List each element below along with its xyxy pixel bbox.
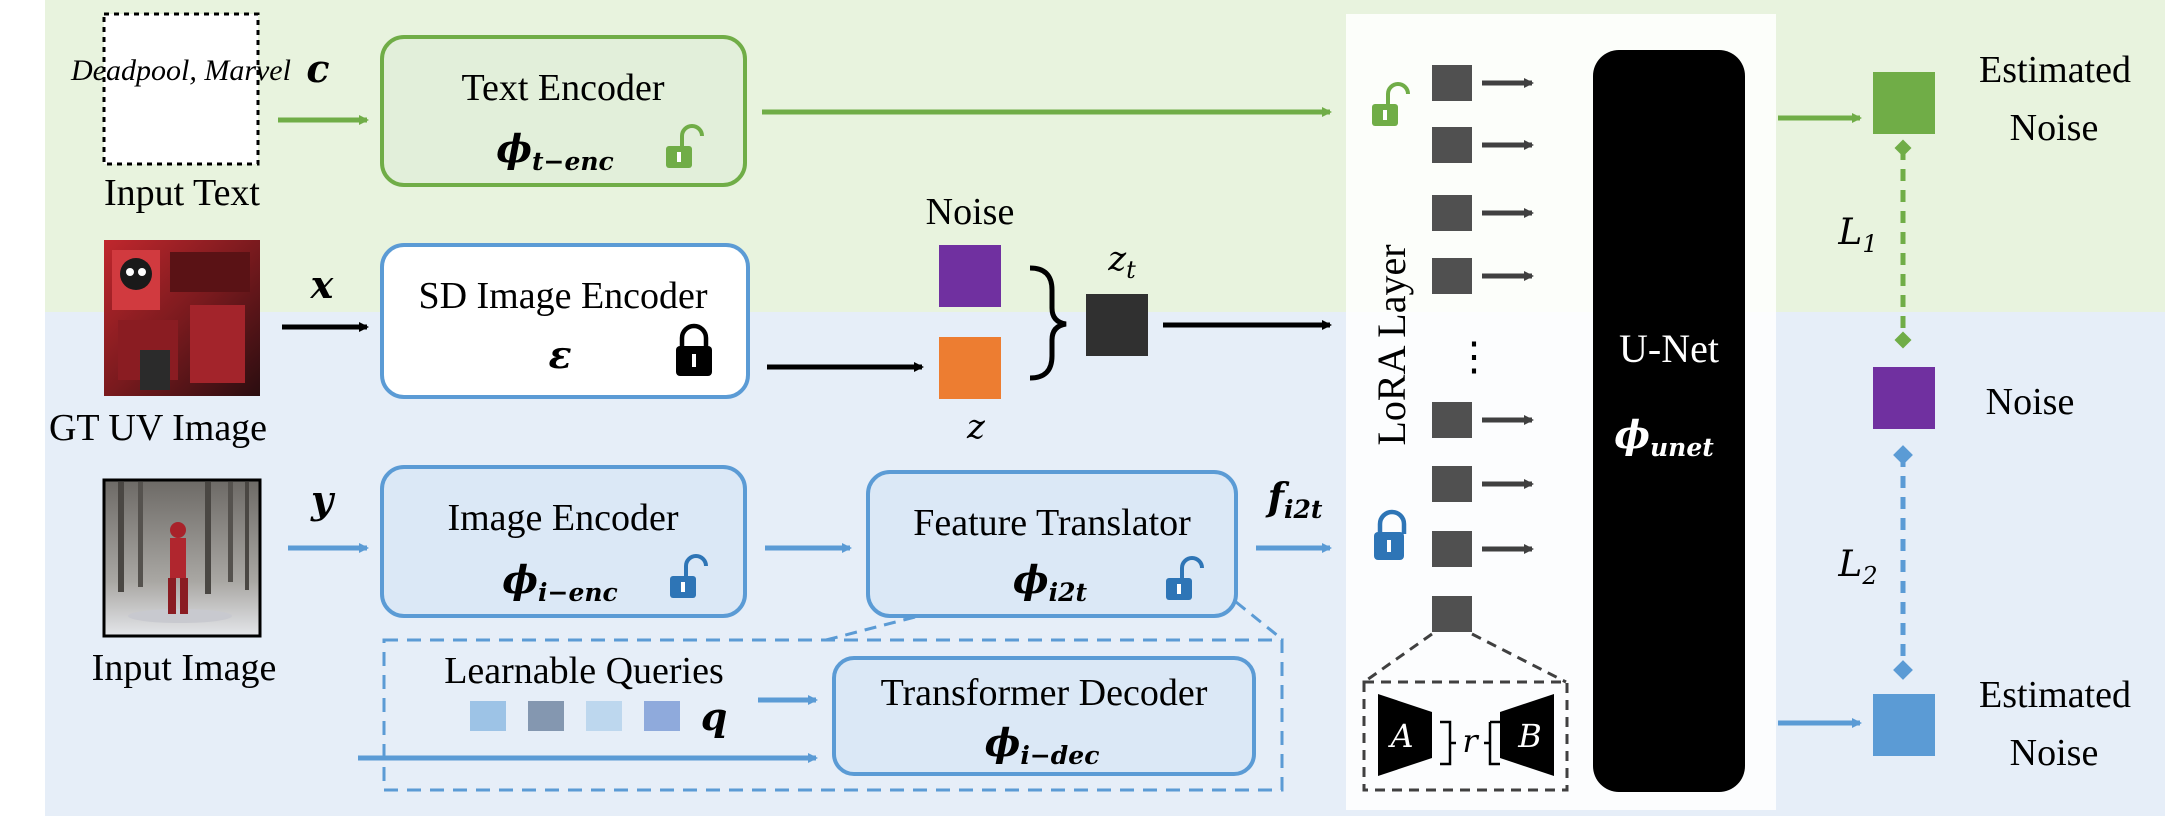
feature-translator-box — [866, 470, 1238, 618]
symbol-y: y — [310, 477, 336, 522]
unlocked-padlock-icon — [666, 124, 704, 168]
lora-block — [1432, 258, 1472, 294]
text-encoder-symbol: ϕt−enc — [496, 126, 614, 176]
input-image — [102, 478, 262, 638]
input-image-caption: Input Image — [92, 647, 277, 689]
unlocked-padlock-icon — [670, 554, 708, 598]
noise-label: Noise — [926, 191, 1015, 233]
sd-image-encoder-title: SD Image Encoder — [418, 275, 707, 317]
text-encoder-title: Text Encoder — [461, 67, 664, 109]
estimated-noise-bottom-line2: Noise — [2010, 732, 2099, 774]
z-label: z — [966, 407, 986, 447]
transformer-decoder-box — [832, 656, 1256, 776]
loss2-diamond-bottom — [1893, 660, 1913, 680]
symbol-q: q — [701, 694, 728, 739]
locked-padlock-icon — [676, 323, 712, 376]
zt-square — [1086, 294, 1148, 356]
lora-rank-bracket-right — [1484, 720, 1500, 766]
estimated-noise-top-line1: Estimated — [1979, 49, 2131, 91]
estimated-noise-bottom-square — [1873, 694, 1935, 756]
lora-block — [1432, 402, 1472, 438]
image-encoder-box — [380, 465, 747, 618]
noise-mid-square — [1873, 367, 1935, 429]
unet-title: U-Net — [1619, 326, 1719, 371]
query-token-4 — [644, 701, 680, 731]
feature-translator-symbol: ϕi2t — [1013, 557, 1088, 607]
input-text-box — [102, 12, 260, 166]
transformer-decoder-title: Transformer Decoder — [881, 672, 1208, 714]
zt-label: zt — [1107, 239, 1136, 284]
combine-brace — [1029, 265, 1067, 381]
lora-zoom-left — [1363, 632, 1433, 684]
query-token-2 — [528, 701, 564, 731]
loss2-label: L2 — [1837, 544, 1877, 590]
query-token-1 — [470, 701, 506, 731]
sd-image-encoder-box — [380, 243, 750, 399]
lora-block — [1432, 127, 1472, 163]
unet-symbol: ϕunet — [1614, 412, 1714, 462]
transformer-decoder-symbol: ϕi−dec — [985, 720, 1100, 770]
lora-ellipsis: ⋮ — [1454, 334, 1494, 379]
gt-uv-image — [104, 240, 260, 396]
input-text-content: Deadpool, Marvel — [70, 54, 291, 87]
lora-r-label: r — [1462, 722, 1479, 760]
lora-a-label: A — [1387, 717, 1413, 755]
lora-locked-padlock-icon — [1374, 509, 1407, 560]
green-band — [45, 0, 2165, 312]
lora-block — [1432, 195, 1472, 231]
text-encoder-box — [380, 35, 747, 187]
zoom-line-left — [825, 615, 916, 642]
feature-translator-title: Feature Translator — [913, 502, 1191, 544]
unlocked-padlock-icon — [1166, 556, 1204, 600]
image-encoder-title: Image Encoder — [447, 497, 678, 539]
lora-block — [1432, 596, 1472, 632]
lora-block — [1432, 65, 1472, 101]
learnable-queries-title: Learnable Queries — [444, 650, 724, 692]
lora-matrix-b — [1500, 694, 1554, 776]
estimated-noise-top-square — [1873, 72, 1935, 134]
unet-box — [1593, 50, 1745, 792]
estimated-noise-bottom-line1: Estimated — [1979, 674, 2131, 716]
sd-image-encoder-symbol: ε — [548, 332, 571, 377]
estimated-noise-top-line2: Noise — [2010, 107, 2099, 149]
zoom-line-right — [1235, 600, 1284, 642]
translator-detail-region — [382, 638, 1284, 792]
gt-uv-image-caption: GT UV Image — [49, 407, 267, 449]
symbol-x: x — [310, 262, 335, 307]
lora-rank-bracket — [1440, 720, 1456, 766]
query-token-3 — [586, 701, 622, 731]
input-text-caption: Input Text — [104, 172, 260, 214]
image-encoder-symbol: ϕi−enc — [502, 557, 618, 607]
loss1-label: L1 — [1837, 212, 1877, 258]
noise-mid-label: Noise — [1986, 381, 2075, 423]
lora-layer-label: LoRA Layer — [1369, 244, 1414, 445]
lora-block — [1432, 466, 1472, 502]
z-square — [939, 337, 1001, 399]
lora-matrix-a — [1378, 694, 1432, 776]
loss2-diamond-top — [1893, 445, 1913, 465]
lora-zoom-right — [1471, 632, 1567, 684]
lora-unlocked-padlock-icon — [1372, 82, 1410, 126]
lora-b-label: B — [1517, 717, 1542, 755]
lora-detail-box — [1362, 680, 1569, 792]
noise-square — [939, 245, 1001, 307]
lora-block — [1432, 531, 1472, 567]
f-i2t-label: fi2t — [1265, 474, 1323, 524]
symbol-c: c — [306, 46, 329, 91]
lora-blocks: ⋮ — [1432, 65, 1534, 632]
